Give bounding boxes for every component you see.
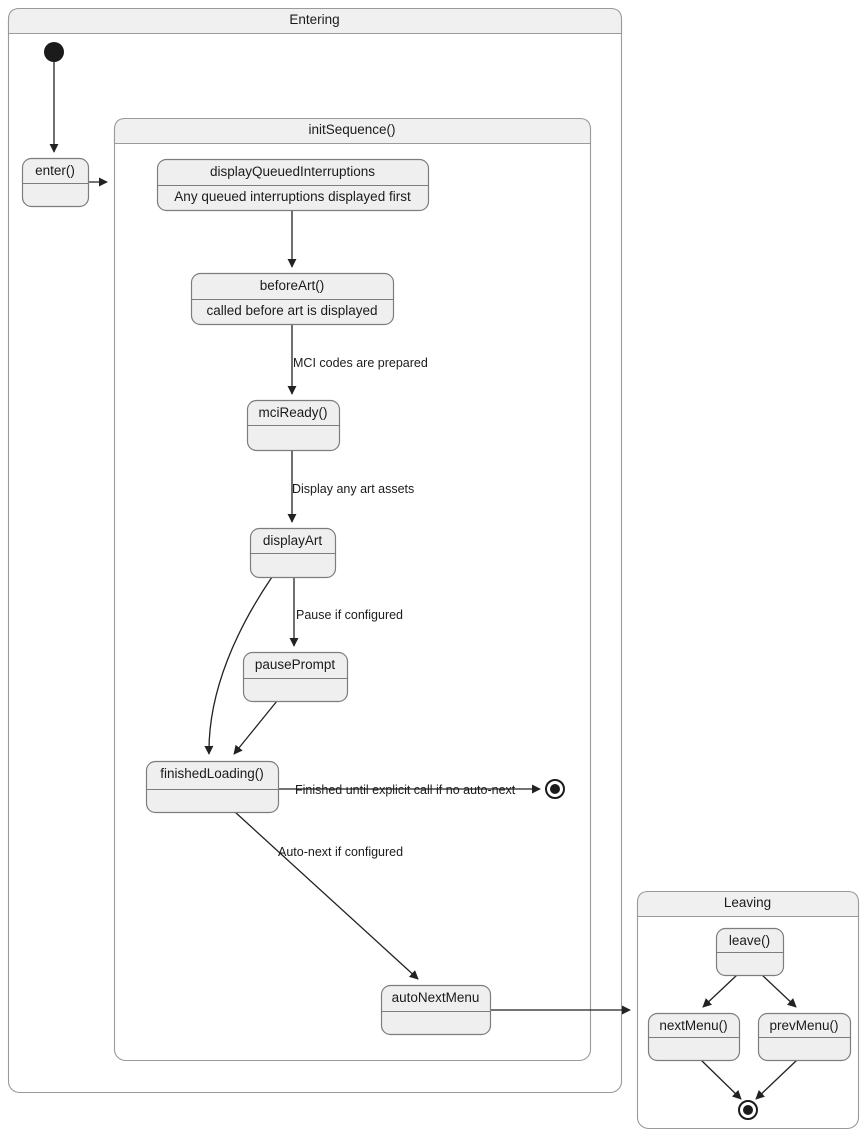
transition-label-finished-loading-to-auto-next-menu: Auto-next if configured bbox=[278, 845, 404, 859]
state-title-enter: enter() bbox=[35, 163, 75, 178]
transition-label-display-art-to-pause-prompt: Pause if configured bbox=[296, 608, 404, 622]
pseudostate-shapes bbox=[44, 42, 758, 1120]
transition-next-menu-to-final bbox=[700, 1059, 742, 1100]
state-box-finished-loading[interactable] bbox=[145, 760, 280, 814]
group-title-init-sequence: initSequence() bbox=[308, 122, 396, 137]
transition-display-art-to-finished-loading bbox=[204, 576, 273, 755]
state-title-auto-next-menu: autoNextMenu bbox=[391, 990, 480, 1005]
state-title-before-art: beforeArt() bbox=[259, 278, 325, 293]
state-box-pause-prompt[interactable] bbox=[242, 651, 349, 703]
state-desc-display-queued-interruptions: Any queued interruptions displayed first bbox=[174, 189, 411, 204]
group-title-leaving: Leaving bbox=[723, 895, 772, 910]
state-box-auto-next-menu[interactable] bbox=[380, 984, 492, 1036]
transition-leave-to-next-menu bbox=[702, 974, 738, 1008]
state-title-leave: leave() bbox=[728, 933, 771, 948]
group-title-entering: Entering bbox=[289, 12, 340, 27]
transition-label-finished-loading-to-final: Finished until explicit call if no auto-… bbox=[295, 783, 516, 797]
transition-prev-menu-to-final bbox=[755, 1059, 798, 1100]
group-outline-leaving bbox=[636, 890, 860, 1130]
state-title-prev-menu: prevMenu() bbox=[769, 1018, 839, 1033]
transition-label-mci-ready-to-display-art: Display any art assets bbox=[292, 482, 415, 496]
state-title-mci-ready: mciReady() bbox=[258, 405, 328, 420]
group-header-entering bbox=[7, 7, 623, 35]
group-header-init-sequence bbox=[113, 117, 592, 145]
state-title-finished-loading: finishedLoading() bbox=[160, 766, 264, 781]
transition-pause-prompt-to-finished-loading bbox=[233, 700, 278, 755]
state-desc-before-art: called before art is displayed bbox=[206, 303, 378, 318]
final-state-dot-final-entering bbox=[550, 784, 560, 794]
group-header-leaving bbox=[636, 890, 860, 918]
transition-leave-to-prev-menu bbox=[761, 974, 797, 1008]
state-title-display-art: displayArt bbox=[262, 533, 323, 548]
transition-edges bbox=[49, 62, 798, 1100]
state-title-next-menu: nextMenu() bbox=[659, 1018, 728, 1033]
initial-state-initial bbox=[44, 42, 64, 62]
state-title-pause-prompt: pausePrompt bbox=[254, 657, 336, 672]
state-shapes bbox=[21, 157, 852, 1062]
transition-label-before-art-to-mci-ready: MCI codes are prepared bbox=[293, 356, 428, 370]
state-title-display-queued-interruptions: displayQueuedInterruptions bbox=[209, 164, 376, 179]
state-box-enter[interactable] bbox=[21, 157, 90, 208]
transition-finished-loading-to-auto-next-menu bbox=[234, 811, 419, 980]
final-state-dot-final-leaving bbox=[743, 1105, 753, 1115]
